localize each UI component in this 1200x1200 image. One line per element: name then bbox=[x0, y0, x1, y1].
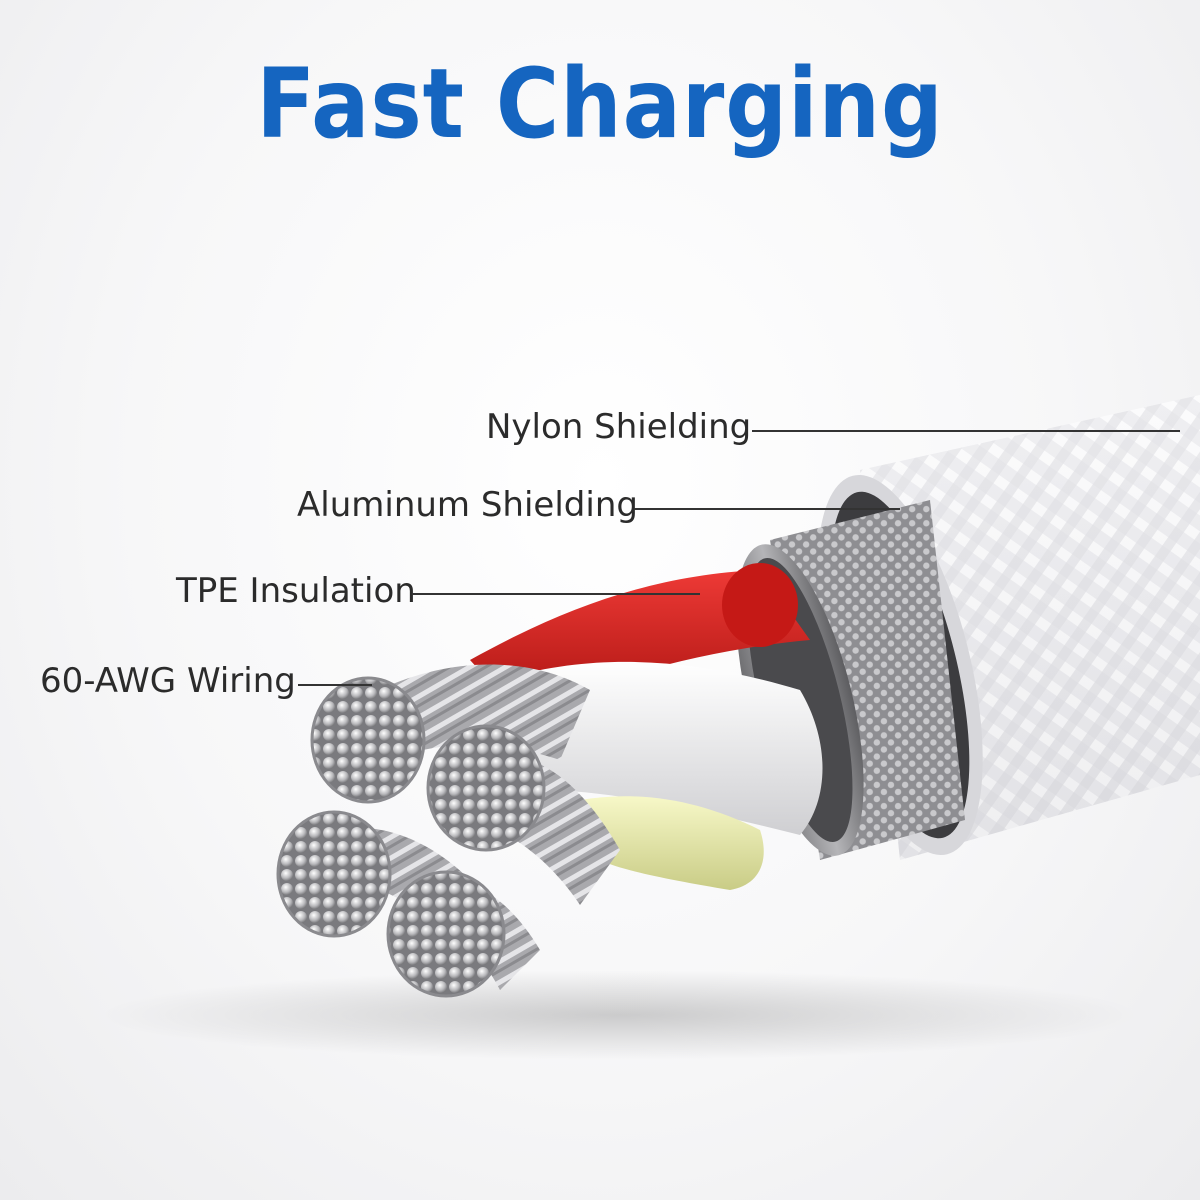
wire-strand-bundles bbox=[276, 676, 546, 998]
callout-leader-lines bbox=[298, 430, 1180, 686]
yellow-wire bbox=[580, 796, 764, 890]
page-title: Fast Charging bbox=[256, 48, 944, 160]
strand-bundle-3 bbox=[276, 810, 392, 938]
awg-wiring-label: 60-AWG Wiring bbox=[40, 661, 296, 701]
cable-shadow bbox=[100, 970, 1140, 1060]
tpe-insulation-label: TPE Insulation bbox=[176, 571, 416, 611]
strand-bundle-2 bbox=[426, 724, 546, 852]
aluminum-shielding-label: Aluminum Shielding bbox=[297, 485, 638, 525]
nylon-shielding-label: Nylon Shielding bbox=[486, 407, 752, 447]
strand-bundle-4 bbox=[386, 870, 506, 998]
strand-bundle-1 bbox=[310, 676, 426, 804]
